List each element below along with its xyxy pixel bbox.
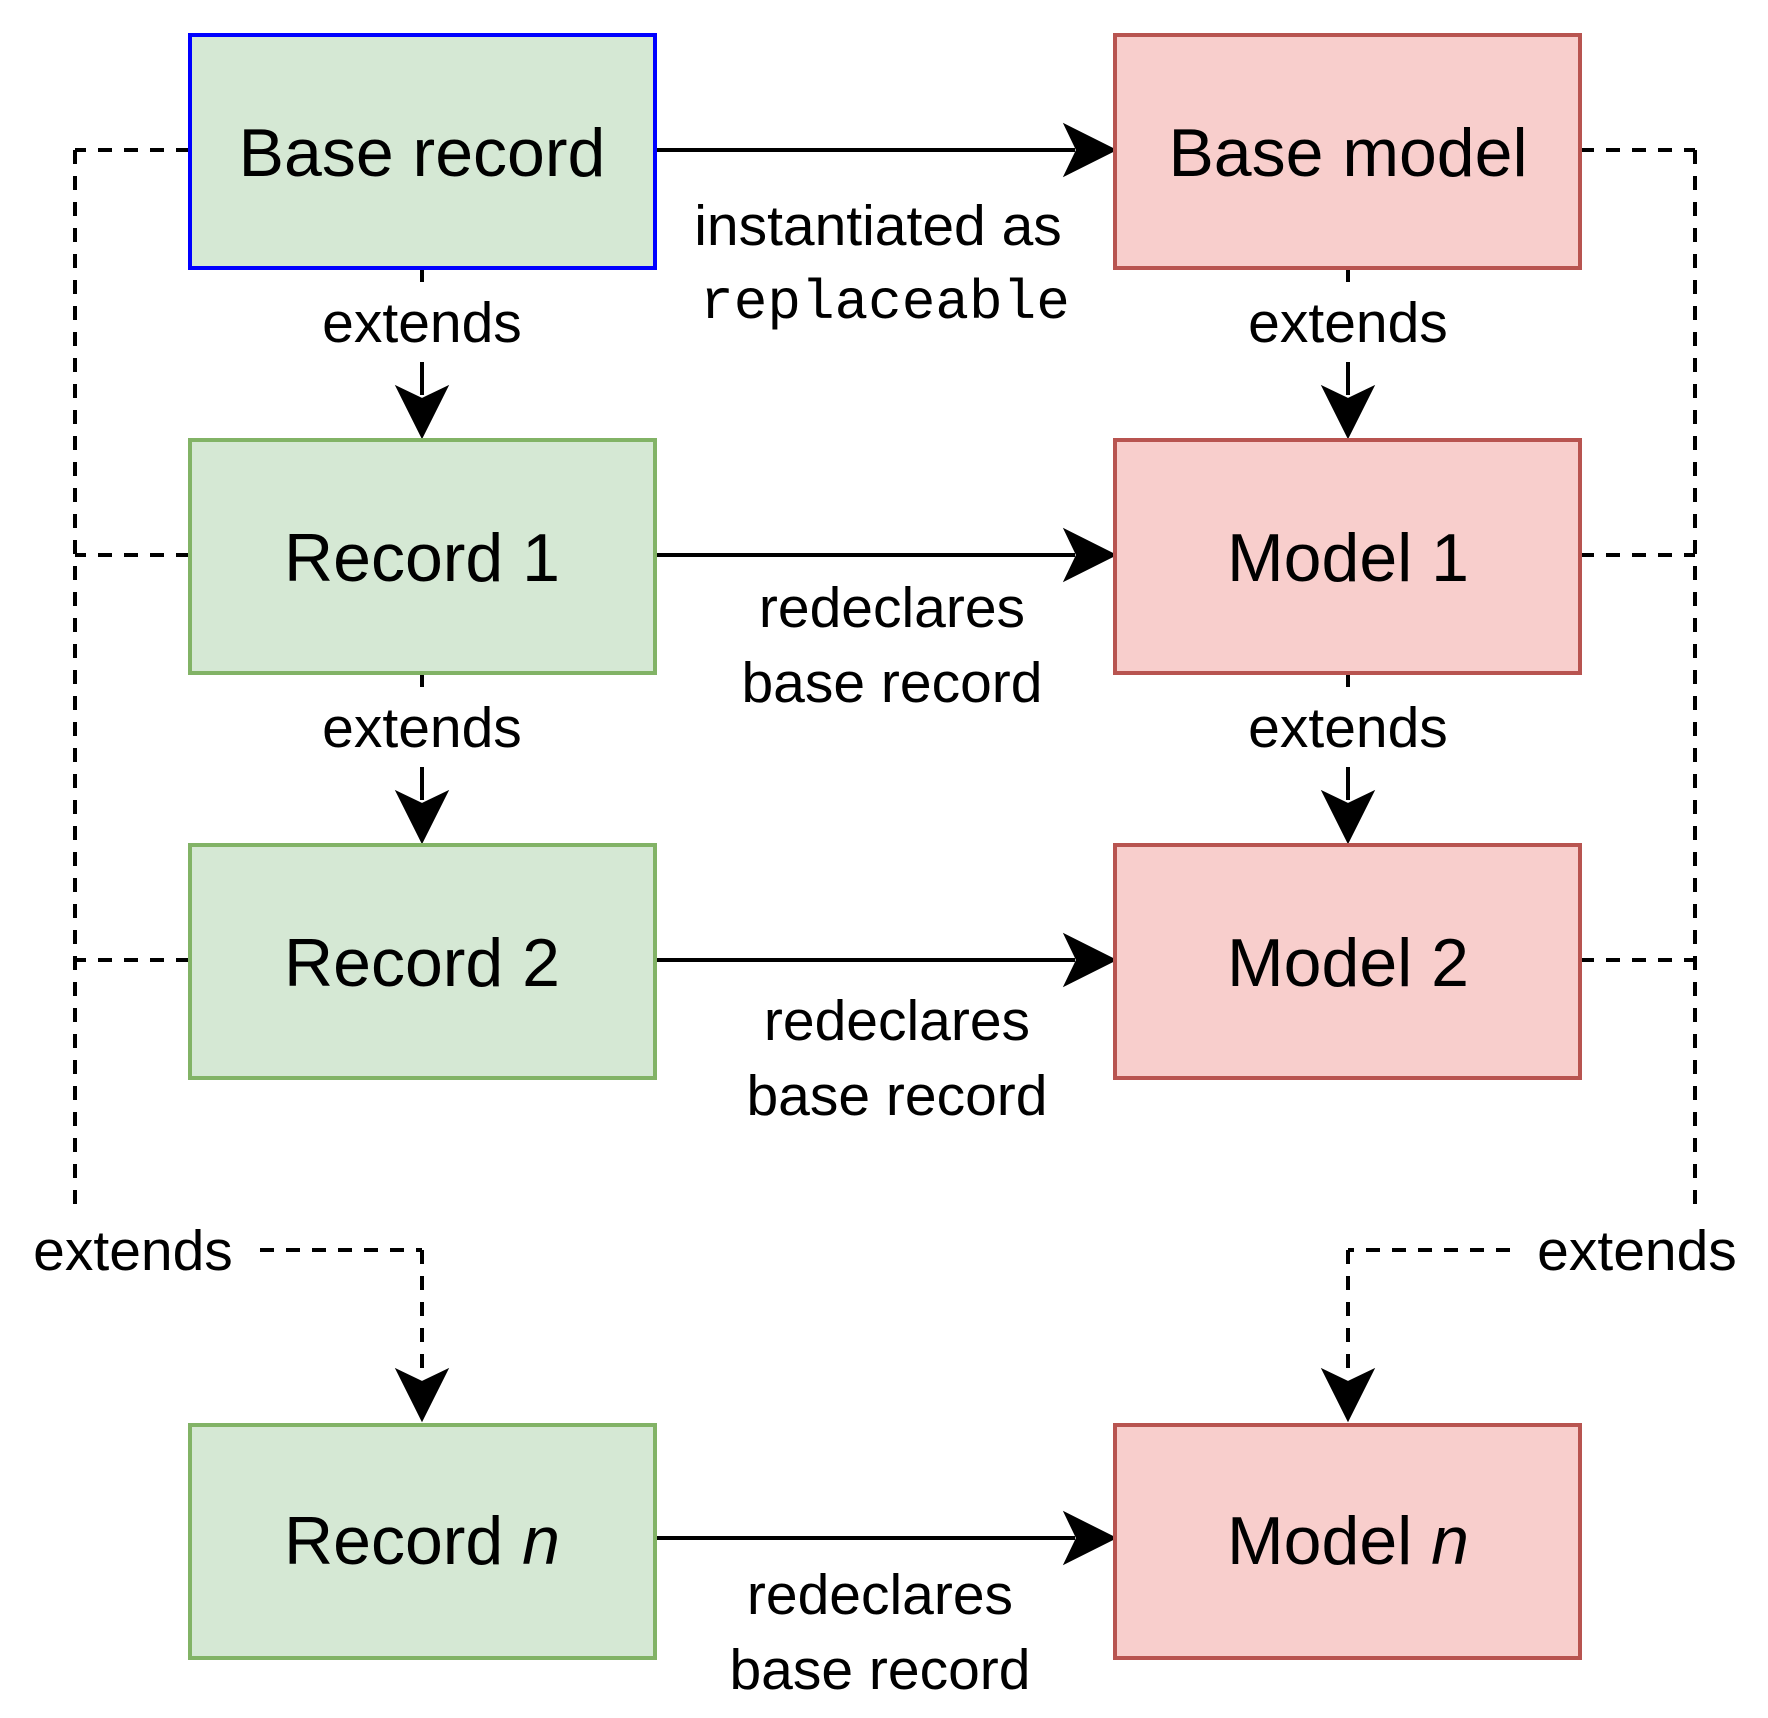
extends-label-model-n: extends (1537, 1219, 1737, 1283)
redeclares-label-1-line2: base record (741, 651, 1042, 715)
arrowhead-rn-redeclare (1062, 1510, 1118, 1566)
redeclares-label-2-line2: base record (746, 1064, 1047, 1128)
record-1-label: Record 1 (284, 520, 560, 596)
redeclares-label-1-line1: redeclares (759, 576, 1025, 640)
extends-label-record-n: extends (33, 1219, 233, 1283)
arrowheads (394, 122, 1376, 1566)
base-record-label: Base record (239, 115, 606, 191)
left-dashed-extends-path (73, 148, 424, 1375)
model-2-label: Model 2 (1227, 925, 1469, 1001)
base-model-label: Base model (1168, 115, 1527, 191)
instantiated-as-label: instantiated as (694, 194, 1062, 258)
record-2-box (188, 843, 657, 1080)
redeclares-label-n-line2: base record (729, 1638, 1030, 1702)
right-dashed-extends-path (1346, 148, 1697, 1375)
record-2-label: Record 2 (284, 925, 560, 1001)
model-n-label: Model n (1227, 1503, 1469, 1579)
extends-label-record-1: extends (322, 696, 522, 760)
arrowhead-model1-extends (1320, 789, 1376, 845)
arrowhead-base-record-extends (394, 384, 450, 440)
model-1-box (1113, 438, 1582, 675)
redeclares-label-2-line1: redeclares (764, 989, 1030, 1053)
model-n-box (1113, 1423, 1582, 1660)
record-n-prefix: Record (284, 1503, 522, 1579)
extends-label-base-model: extends (1248, 291, 1448, 355)
record-n-label: Record n (284, 1503, 560, 1579)
model-n-prefix: Model (1227, 1503, 1431, 1579)
arrowhead-r2-redeclare (1062, 932, 1118, 988)
extends-label-base-record: extends (322, 291, 522, 355)
horizontal-arrows (655, 148, 1075, 1540)
replaceable-keyword: replaceable (700, 271, 1070, 335)
model-1-label: Model 1 (1227, 520, 1469, 596)
arrowhead-r1-redeclare (1062, 527, 1118, 583)
record-1-box (188, 438, 657, 675)
arrowhead-base-instantiation (1062, 122, 1118, 178)
extends-label-model-1: extends (1248, 696, 1448, 760)
redeclares-label-n-line1: redeclares (747, 1563, 1013, 1627)
arrowhead-record-n-dashed (394, 1367, 450, 1423)
model-2-box (1113, 843, 1582, 1080)
record-n-variable: n (522, 1503, 560, 1579)
record-n-box (188, 1423, 657, 1660)
record-boxes (188, 33, 657, 1660)
arrowhead-record1-extends (394, 789, 450, 845)
base-model-box (1113, 33, 1582, 270)
arrowhead-model-n-dashed (1320, 1367, 1376, 1423)
model-boxes (1113, 33, 1582, 1660)
base-record-box (188, 33, 657, 270)
model-n-variable: n (1431, 1503, 1469, 1579)
vertical-extends-lines (420, 268, 1350, 800)
arrowhead-base-model-extends (1320, 384, 1376, 440)
